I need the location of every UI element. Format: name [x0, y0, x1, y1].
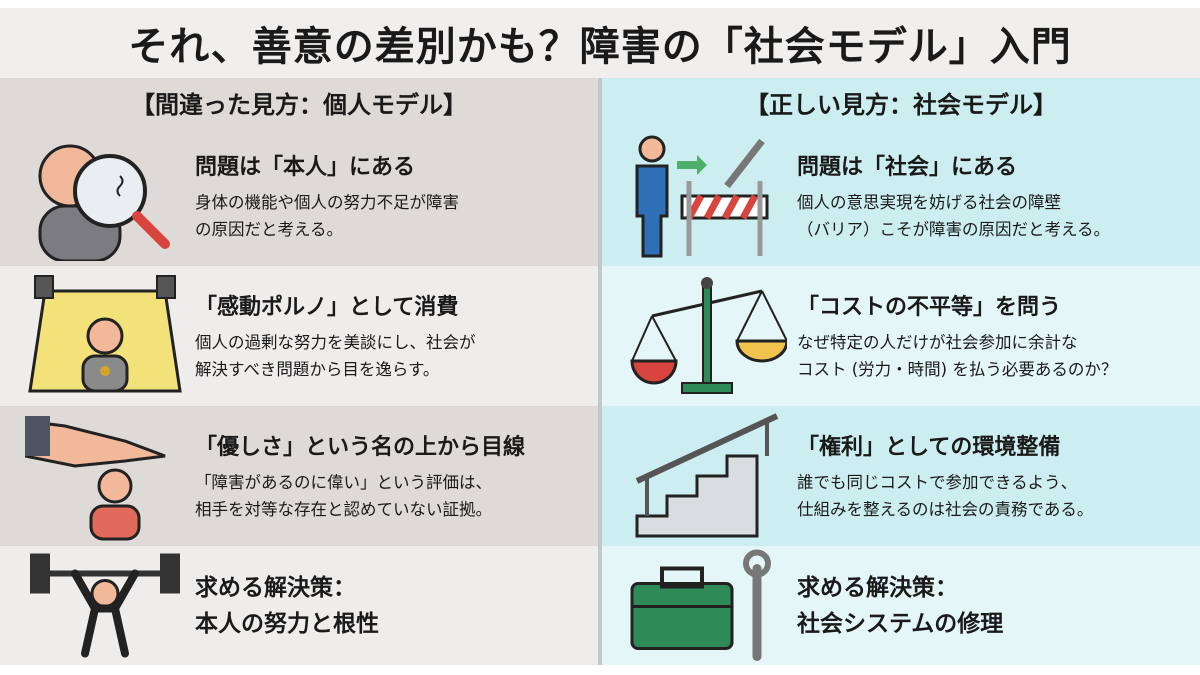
column-divider [598, 78, 602, 665]
hand-patting-head-icon [25, 416, 166, 541]
list-item: 「コストの不平等」を問う なぜ特定の人だけが社会参加に余計な コスト (労力・時… [602, 266, 1200, 406]
row-description-line: の原因だと考える。 [195, 220, 344, 239]
row-description-line: 解決すべき問題から目を逸らす。 [195, 360, 440, 379]
column-heading: 【正しい見方：社会モデル】 [602, 78, 1200, 126]
solution-item: 求める解決策： 本人の努力と根性 [0, 546, 598, 665]
row-description-line: 個人の過剰な努力を美談にし、社会が [195, 333, 476, 352]
person-barrier-wrench-icon [635, 135, 769, 258]
row-description-line: 仕組みを整えるのは社会の責務である。 [797, 500, 1094, 519]
list-item: 「感動ポルノ」として消費 個人の過剰な努力を美談にし、社会が 解決すべき問題から… [0, 266, 598, 406]
row-title: 「優しさ」という名の上から目線 [195, 435, 526, 460]
solution-text: 本人の努力と根性 [195, 610, 379, 637]
row-description-line: なぜ特定の人だけが社会参加に余計な [797, 333, 1078, 352]
row-title: 「感動ポルノ」として消費 [195, 295, 459, 320]
row-description-line: 相手を対等な存在と認めていない証拠。 [195, 500, 492, 519]
row-description-line: 「障害があるのに偉い」という評価は、 [195, 473, 492, 492]
solution-label: 求める解決策： [797, 574, 958, 601]
row-description-line: 誰でも同じコストで参加できるよう、 [797, 473, 1078, 492]
list-item: 問題は「社会」にある 個人の意思実現を妨げる社会の障壁 （バリア）こそが障害の原… [602, 126, 1200, 266]
magnifying-glass-person-icon [38, 144, 170, 261]
row-description-line: 身体の機能や個人の努力不足が障害 [195, 193, 459, 212]
list-item: 問題は「本人」にある 身体の機能や個人の努力不足が障害 の原因だと考える。 [0, 126, 598, 266]
page-title: それ、善意の差別かも？障害の「社会モデル」入門 [0, 8, 1200, 78]
row-description-line: （バリア）こそが障害の原因だと考える。 [797, 220, 1111, 239]
row-title: 「権利」としての環境整備 [797, 435, 1061, 460]
solution-item: 求める解決策： 社会システムの修理 [602, 546, 1200, 665]
list-item: 「優しさ」という名の上から目線 「障害があるのに偉い」という評価は、 相手を対等… [0, 406, 598, 546]
row-title: 問題は「本人」にある [195, 155, 416, 180]
solution-text: 社会システムの修理 [797, 610, 1004, 637]
spotlight-crying-person-icon [28, 275, 182, 393]
balance-scale-icon [630, 277, 787, 394]
individual-model-column: 【間違った見方：個人モデル】 問題は「本人」にある 身体の機能や個人の努力不足が… [0, 78, 598, 665]
row-title: 「コストの不平等」を問う [797, 295, 1062, 320]
list-item: 「権利」としての環境整備 誰でも同じコストで参加できるよう、 仕組みを整えるのは… [602, 406, 1200, 546]
stairs-handrail-icon [635, 413, 779, 538]
toolbox-wrench-icon [630, 549, 771, 661]
row-title: 問題は「社会」にある [797, 155, 1018, 180]
row-description-line: コスト (労力・時間) を払う必要あるのか？ [797, 360, 1118, 379]
solution-label: 求める解決策： [195, 574, 356, 601]
social-model-column: 【正しい見方：社会モデル】 問題は「社会」にある 個人の意思実現を妨げる社会の障… [602, 78, 1200, 665]
row-description-line: 個人の意思実現を妨げる社会の障壁 [797, 193, 1061, 212]
weightlifter-icon [30, 553, 180, 657]
column-heading: 【間違った見方：個人モデル】 [0, 78, 598, 126]
